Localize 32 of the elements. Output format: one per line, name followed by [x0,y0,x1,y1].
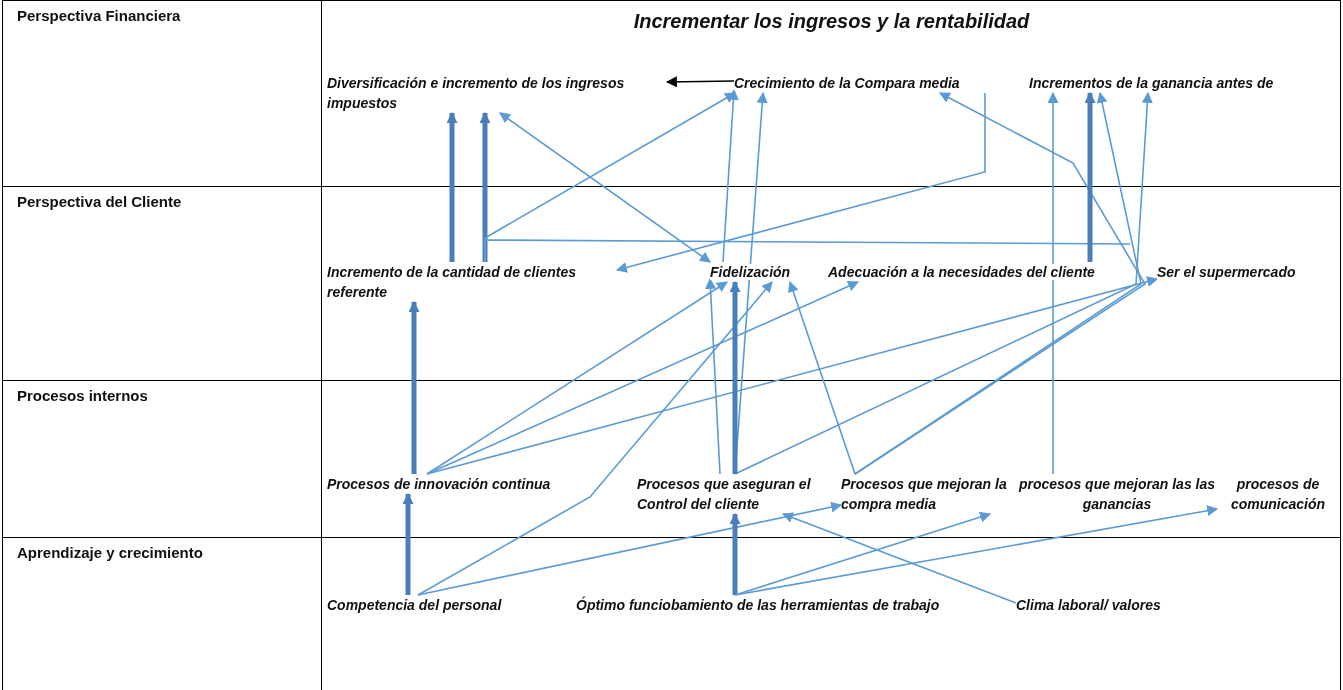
perspective-heading: Perspectiva Financiera [17,7,181,24]
arrow [787,280,856,475]
arrow [705,277,721,475]
arrow [408,300,420,474]
perspective-heading: Procesos internos [17,387,148,404]
arrow [734,511,992,596]
arrow [734,91,1153,475]
arrow [402,492,414,595]
arrow [1047,91,1059,475]
arrow [729,280,741,474]
arrow [426,281,859,475]
arrow [446,111,458,262]
arrow [426,276,1159,475]
arrow [417,501,843,596]
perspective-row [2,186,1341,380]
perspective-heading: Perspectiva del Cliente [17,193,182,210]
arrow [615,92,986,273]
arrow [499,112,711,263]
arrow [734,505,1219,596]
arrow [781,512,1017,604]
arrow [722,88,739,263]
perspective-row [2,537,1341,690]
perspective-row [2,0,1341,186]
arrow [417,281,773,596]
arrow [1084,91,1096,262]
arrow [729,512,741,595]
perspective-heading: Aprendizaje y crecimiento [17,544,203,561]
map-title: Incrementar los ingresos y la rentabilidad [633,10,1030,32]
perspective-row [2,380,1341,537]
arrow [426,281,728,475]
arrow [665,76,735,88]
arrow [479,111,491,262]
